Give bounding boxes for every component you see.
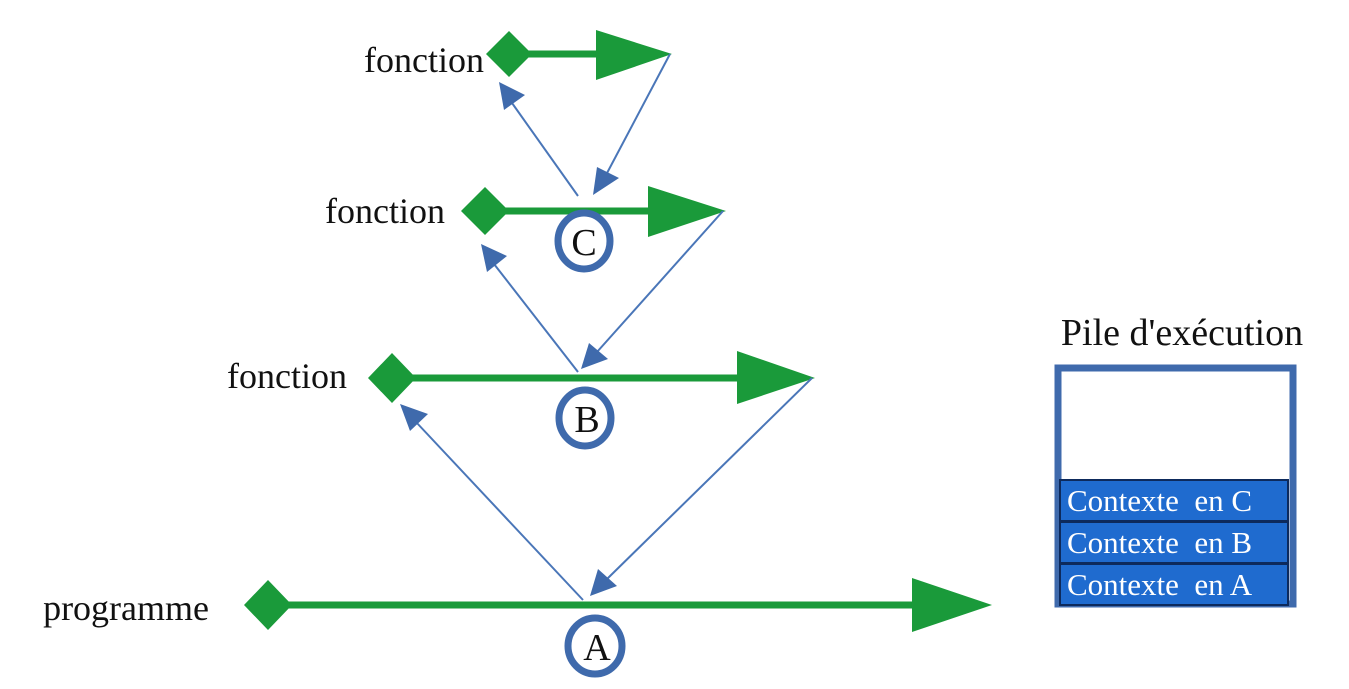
stack-frame-label: Contexte en C [1067, 483, 1252, 518]
stack-frame-box [1059, 479, 1289, 522]
arrowhead-icon [590, 569, 617, 596]
end-arrow-icon [596, 30, 672, 80]
call-arrows [400, 53, 813, 601]
call-arrow-c [511, 102, 579, 197]
stack-title: Pile d'exécution [1061, 312, 1303, 354]
execution-stack: Pile d'exécution Contexte en C Contexte … [1054, 312, 1303, 608]
timeline-level-3 [486, 30, 672, 80]
call-point-b: B [555, 386, 615, 450]
call-arrow-b [493, 263, 579, 373]
label-fonction-level-3: fonction [364, 40, 484, 80]
arrowhead-icon [499, 82, 525, 110]
stack-frame-a: Contexte en A [1059, 563, 1289, 606]
stack-frame-c: Contexte en C [1059, 479, 1289, 522]
return-arrow-b [596, 210, 724, 353]
label-fonction-level-1: fonction [227, 356, 347, 396]
call-point-circle [554, 209, 614, 273]
arrowhead-icon [593, 167, 619, 195]
start-diamond-icon [368, 353, 416, 403]
end-arrow-icon [648, 186, 726, 237]
return-arrow-c [605, 53, 671, 176]
arrowhead-icon [581, 343, 608, 369]
call-point-label: A [583, 627, 611, 669]
arrowhead-icon [481, 244, 507, 272]
end-arrow-icon [912, 578, 992, 632]
timeline-level-0 [244, 578, 992, 632]
call-point-circle [555, 386, 615, 450]
stack-frame-box [1059, 563, 1289, 606]
timeline-level-1 [368, 351, 815, 404]
label-programme: programme [43, 588, 209, 628]
stack-frame-b: Contexte en B [1059, 521, 1289, 564]
start-diamond-icon [461, 187, 509, 235]
call-point-label: B [574, 399, 599, 441]
stack-frame-label: Contexte en A [1067, 567, 1253, 602]
call-point-a: A [564, 614, 626, 678]
call-point-label: C [571, 222, 596, 264]
stack-frame-label: Contexte en B [1067, 525, 1252, 560]
return-arrow-a [605, 377, 813, 581]
label-fonction-level-2: fonction [325, 191, 445, 231]
end-arrow-icon [737, 351, 815, 404]
call-point-c: C [554, 209, 614, 273]
start-diamond-icon [486, 31, 532, 77]
call-arrow-a [415, 421, 584, 601]
arrowhead-icon [400, 404, 428, 431]
call-point-circle [564, 614, 626, 678]
start-diamond-icon [244, 580, 292, 630]
